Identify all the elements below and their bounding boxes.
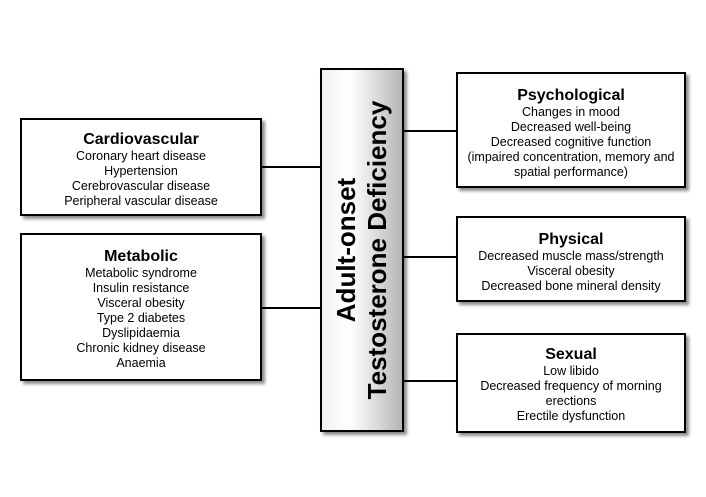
metabolic-title: Metabolic [104,248,178,265]
sexual-title: Sexual [545,346,597,363]
psychological-item: Decreased well-being [510,120,632,134]
cardiovascular-item: Peripheral vascular disease [64,194,218,208]
sexual-item: Decreased frequency of morning [480,379,662,393]
central-concept-line2: Testosterone Deficiency [362,100,392,400]
metabolic-item: Metabolic syndrome [85,266,197,280]
cardiovascular-box: Cardiovascular Coronary heart disease Hy… [20,118,262,216]
sexual-item: Erectile dysfunction [516,409,626,423]
psychological-item: Decreased cognitive function [490,135,652,149]
metabolic-item: Visceral obesity [97,296,185,310]
psychological-item: Changes in mood [522,105,620,119]
metabolic-item: Chronic kidney disease [76,341,206,355]
physical-item: Decreased bone mineral density [481,279,661,293]
connector-cardiovascular [262,166,320,168]
physical-box: Physical Decreased muscle mass/strength … [456,216,686,302]
connector-physical [404,256,456,258]
connector-psychological [404,130,456,132]
central-concept-line1: Adult-onset [331,177,361,323]
metabolic-item: Type 2 diabetes [96,311,186,325]
metabolic-item: Insulin resistance [92,281,190,295]
metabolic-item: Anaemia [116,356,166,370]
physical-item: Visceral obesity [527,264,615,278]
central-concept-label: Adult-onset Testosterone Deficiency [331,70,393,430]
sexual-item: erections [545,394,597,408]
metabolic-item: Dyslipidaemia [102,326,180,340]
cardiovascular-item: Hypertension [104,164,178,178]
cardiovascular-item: Cerebrovascular disease [71,179,211,193]
sexual-box: Sexual Low libido Decreased frequency of… [456,333,686,433]
physical-item: Decreased muscle mass/strength [478,249,664,263]
metabolic-box: Metabolic Metabolic syndrome Insulin res… [20,233,262,381]
cardiovascular-item: Coronary heart disease [76,149,206,163]
psychological-item: (impaired concentration, memory and [467,150,675,164]
connector-sexual [404,380,456,382]
psychological-title: Psychological [517,87,625,104]
connector-metabolic [262,307,320,309]
central-concept-box: Adult-onset Testosterone Deficiency [320,68,404,432]
psychological-box: Psychological Changes in mood Decreased … [456,72,686,188]
cardiovascular-title: Cardiovascular [83,131,199,148]
sexual-item: Low libido [543,364,599,378]
physical-title: Physical [538,231,604,248]
psychological-item: spatial performance) [514,165,628,179]
